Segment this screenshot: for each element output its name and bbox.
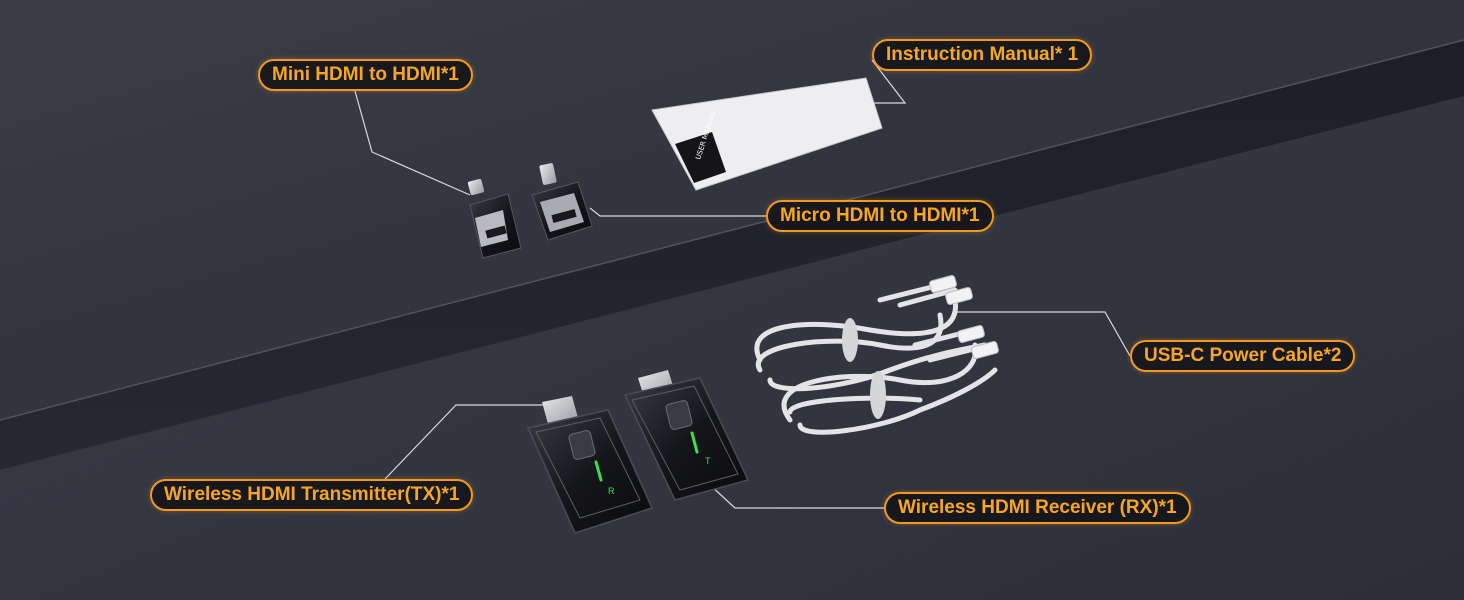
receiver-led-letter: T [705,456,711,466]
platform-highlight [0,39,1464,421]
callout-micro-hdmi: Micro HDMI to HDMI*1 [766,200,994,232]
wireless-receiver: T [623,370,750,501]
callout-mini-hdmi: Mini HDMI to HDMI*1 [258,59,473,91]
platform-top [0,0,1464,420]
wireless-transmitter: R [526,396,654,534]
callout-usb-c-cable: USB-C Power Cable*2 [1130,340,1356,372]
callout-receiver: Wireless HDMI Receiver (RX)*1 [884,492,1191,524]
mini-hdmi-adapter [467,178,522,259]
callout-instruction-manual: Instruction Manual* 1 [872,39,1093,71]
instruction-manual: USER MANUAL [651,77,883,191]
usb-c-cables [754,282,998,435]
platform-edge [0,40,1464,470]
micro-hdmi-adapter [531,163,593,241]
cable-ties [842,318,886,419]
transmitter-led-letter: R [608,486,615,496]
leader-lines [354,59,1131,509]
callout-transmitter: Wireless HDMI Transmitter(TX)*1 [150,479,474,511]
cable-plugs [929,275,999,359]
